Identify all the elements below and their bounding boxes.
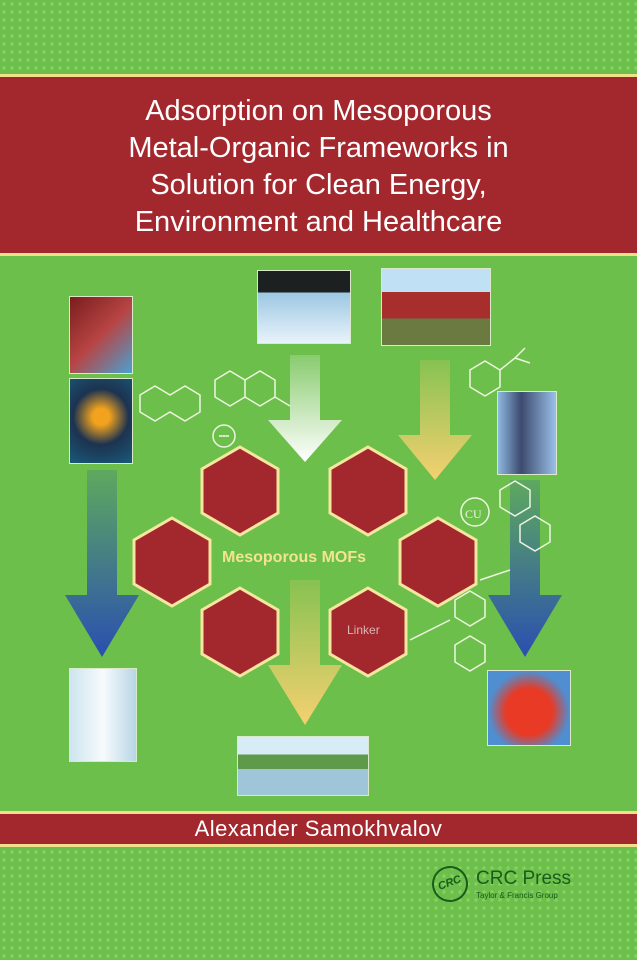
photo-tractors [381,268,491,346]
title-banner: Adsorption on Mesoporous Metal-Organic F… [0,74,637,256]
molecule-drawing [139,370,291,422]
publisher-name: CRC Press [476,868,572,889]
title-line: Adsorption on Mesoporous [145,95,492,127]
cu-atom-label: CU [465,507,482,521]
molecule-drawing [499,480,551,552]
title-line: Metal-Organic Frameworks in [128,132,509,164]
arrow-blue-left [65,470,139,657]
photo-water-pipe [257,270,351,344]
hexagon [132,516,212,608]
author-name: Alexander Samokhvalov [194,816,443,841]
arrow-white [268,355,342,462]
negative-charge-icon [212,424,236,448]
arrow-yellow-right [398,360,472,480]
molecule-drawing [469,347,531,397]
title-line: Solution for Clean Energy, [150,169,487,201]
hexagon [328,586,408,678]
dotted-pattern-bottom [0,848,637,960]
hexagon [328,445,408,537]
publisher-subtitle: Taylor & Francis Group [476,891,558,900]
photo-earth [69,378,133,464]
photo-water-glass [69,668,137,762]
title-line: Environment and Healthcare [134,206,503,238]
photo-fuel-canister [487,670,571,746]
arrow-blue-right [488,480,562,657]
hexagon [200,445,280,537]
hexagon [200,586,280,678]
photo-pills [69,296,133,374]
molecule-drawing [409,590,486,672]
author-banner: Alexander Samokhvalov [0,811,637,847]
cu-atom-icon [460,497,490,527]
linker-label: Linker [347,623,380,637]
photo-smokestacks [497,391,557,475]
dotted-pattern-top [0,0,637,74]
photo-lake [237,736,369,796]
hexagon [398,516,478,608]
arrow-yellow-center [268,580,342,725]
center-label: Mesoporous MOFs [222,549,367,566]
